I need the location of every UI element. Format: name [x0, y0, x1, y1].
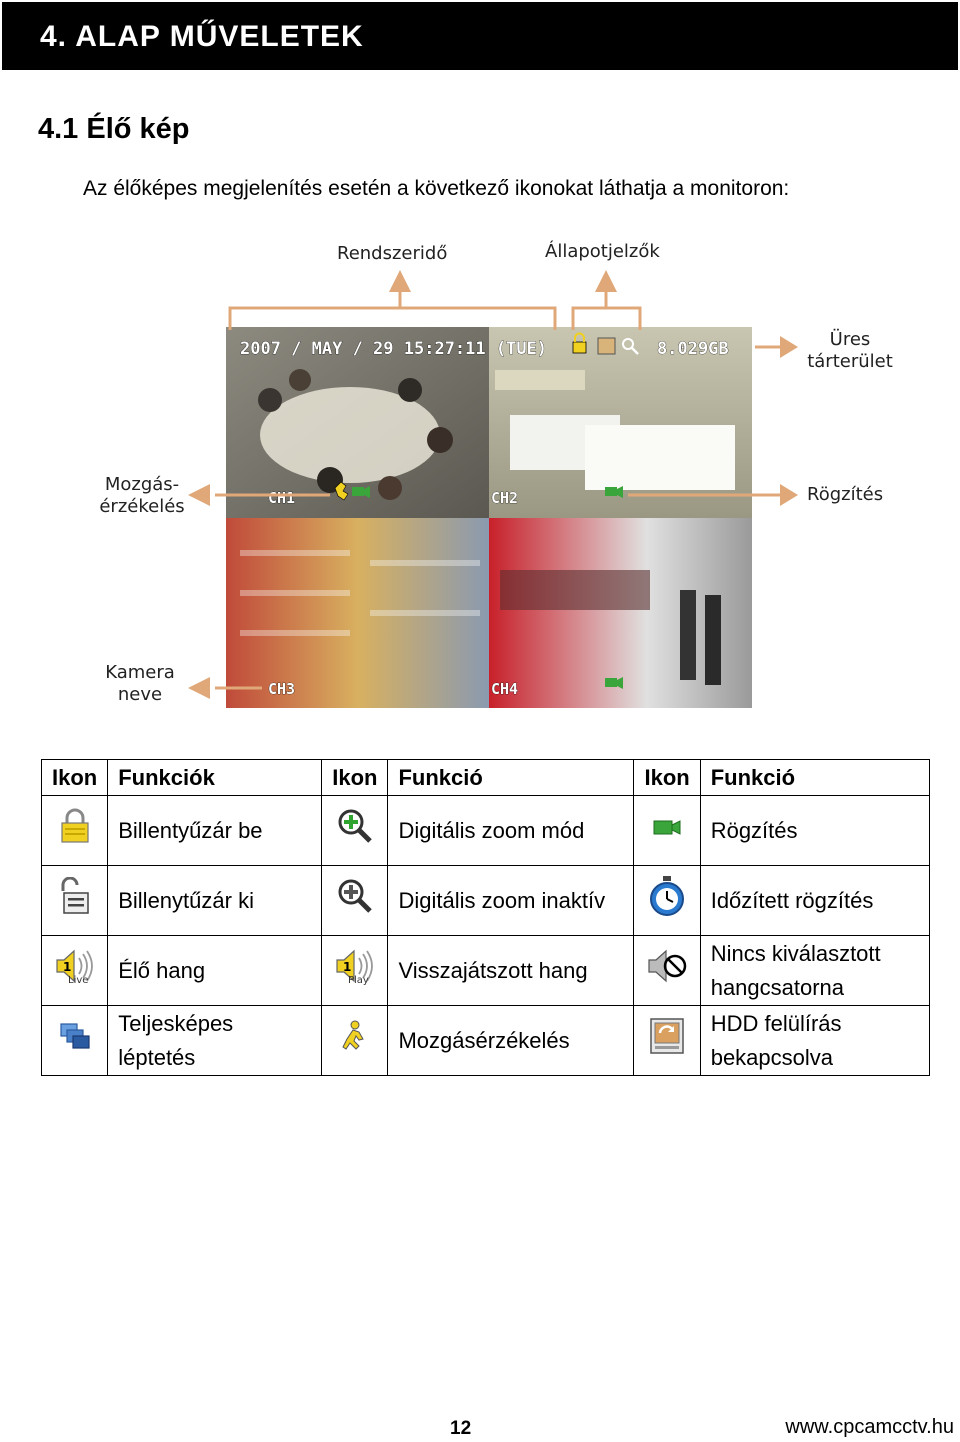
chapter-title: 4. ALAP MŰVELETEK — [40, 20, 364, 53]
label-free-space-line2: tárterület — [807, 351, 893, 372]
osd-ch3: CH3 — [268, 680, 295, 698]
table-header-row: Ikon Funkciók Ikon Funkció Ikon Funkció — [40, 759, 931, 796]
timer-record-icon — [633, 865, 701, 936]
camera-screen — [226, 327, 752, 708]
function-cell: Visszajátszott hang — [387, 935, 635, 1006]
label-camera-name: Kamera neve — [98, 662, 182, 706]
key-lock-on-icon — [40, 795, 109, 866]
label-motion: Mozgás- érzékelés — [98, 474, 186, 518]
icon-table: Ikon Funkciók Ikon Funkció Ikon Funkció … — [40, 759, 931, 1076]
label-free-space: Üres tárterület — [806, 329, 894, 373]
function-cell: Rögzítés — [699, 795, 931, 866]
label-status: Állapotjelzők — [545, 241, 660, 262]
header-function-3: Funkció — [699, 759, 931, 796]
label-recording: Rögzítés — [807, 484, 884, 505]
label-camera-name-line2: neve — [117, 684, 163, 705]
zoom-inactive-icon — [321, 865, 389, 936]
osd-datetime: 2007 / MAY / 29 15:27:11 (TUE) — [240, 339, 547, 359]
hdd-overwrite-icon — [633, 1005, 701, 1076]
label-camera-name-line1: Kamera — [105, 662, 175, 683]
function-cell: Digitális zoom mód — [387, 795, 635, 866]
osd-ch4: CH4 — [491, 680, 518, 698]
motion-detection-icon — [321, 1005, 389, 1076]
function-cell: Billentyűzár be — [107, 795, 323, 866]
osd-status-icons — [572, 332, 639, 355]
function-cell: Billenytűzár ki — [107, 865, 323, 936]
live-view-diagram: 2007 / MAY / 29 15:27:11 (TUE) 8.029GB C… — [188, 270, 798, 708]
header-icon-3: Ikon — [633, 759, 701, 796]
zoom-in-icon — [321, 795, 389, 866]
section-title: 4.1 Élő kép — [38, 113, 190, 145]
record-camera-icon — [633, 795, 701, 866]
svg-text:Play: Play — [348, 975, 369, 985]
intro-text: Az élőképes megjelenítés esetén a követk… — [83, 177, 790, 200]
header-icon-1: Ikon — [40, 759, 109, 796]
function-cell: Élő hang — [107, 935, 323, 1006]
callout-lines — [215, 285, 785, 690]
ch3-view — [226, 518, 489, 708]
label-motion-line1: Mozgás- — [104, 474, 180, 495]
osd-ch1: CH1 — [268, 489, 295, 507]
live-view-figure: 2007 / MAY / 29 15:27:11 (TUE) 8.029GB C… — [0, 230, 960, 720]
function-cell: Teljesképes léptetés — [107, 1005, 323, 1076]
function-cell: Digitális zoom inaktív — [387, 865, 635, 936]
header-function-2: Funkció — [387, 759, 635, 796]
header-icon-2: Ikon — [321, 759, 389, 796]
svg-text:1: 1 — [63, 960, 71, 974]
function-cell: Nincs kiválasztott hangcsatorna — [699, 935, 931, 1006]
table-row: Billentyűzár be Digitális zoom mód Rögzí… — [40, 795, 931, 866]
header-function-1: Funkciók — [107, 759, 323, 796]
function-cell: HDD felülírás bekapcsolva — [699, 1005, 931, 1076]
function-cell: Időzített rögzítés — [699, 865, 931, 936]
osd-free-space: 8.029GB — [657, 339, 729, 359]
table-row: Teljesképes léptetés Mozgásérzékelés HDD… — [40, 1005, 931, 1076]
full-screen-sequence-icon — [40, 1005, 109, 1076]
label-motion-line2: érzékelés — [99, 496, 185, 517]
osd-ch2: CH2 — [491, 489, 518, 507]
svg-text:Live: Live — [68, 975, 88, 985]
page-number: 12 — [450, 1418, 472, 1439]
function-cell: Mozgásérzékelés — [387, 1005, 635, 1076]
website-link[interactable]: www.cpcamcctv.hu — [785, 1416, 954, 1438]
table-row: Billenytűzár ki Digitális zoom inaktív I… — [40, 865, 931, 936]
key-lock-off-icon — [40, 865, 109, 936]
label-free-space-line1: Üres — [829, 329, 871, 350]
no-audio-icon — [633, 935, 701, 1006]
callout-arrowheads — [188, 270, 798, 699]
chapter-bar: 4. ALAP MŰVELETEK — [2, 2, 958, 70]
osd-motion-record-icons — [334, 481, 623, 689]
label-system-time: Rendszeridő — [337, 243, 448, 264]
svg-text:1: 1 — [343, 960, 351, 974]
